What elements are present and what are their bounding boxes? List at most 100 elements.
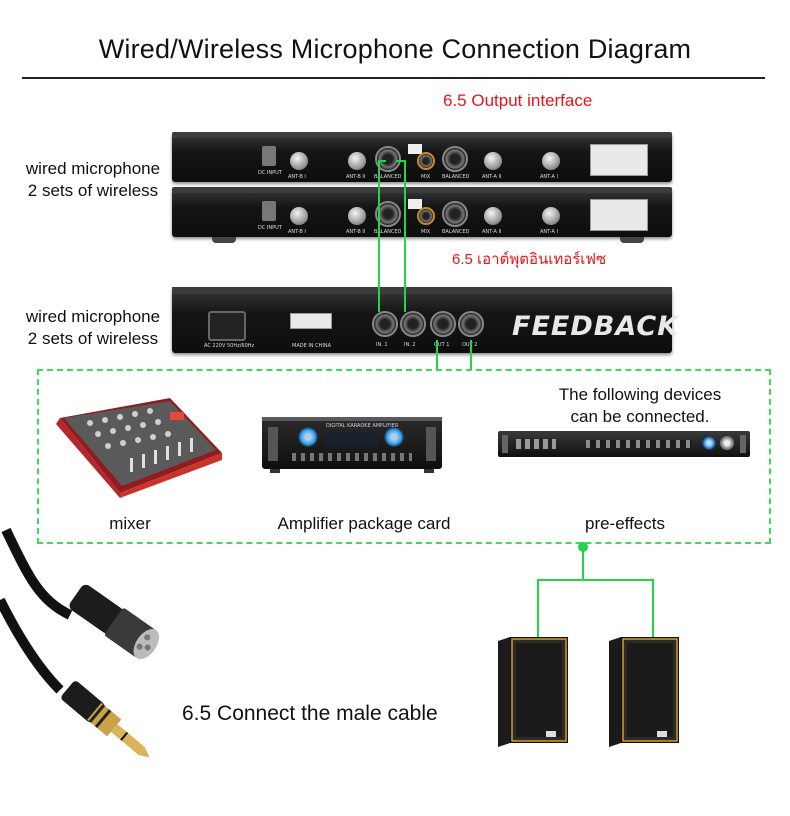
amplifier-label: Amplifier package card xyxy=(277,514,451,533)
top-units-label-line1: wired microphone xyxy=(25,159,161,178)
dc-input-jack-icon xyxy=(262,146,276,166)
ant-a2-label: ANT-A II xyxy=(482,229,502,235)
out2-label: OUT 2 xyxy=(462,342,478,348)
ant-b1-label: ANT-B I xyxy=(288,174,306,180)
feedback-suppressor-unit: AC 220V 50Hz/60Hz MADE IN CHINA IN. 1 IN… xyxy=(172,287,678,353)
antenna-a2-connector-icon xyxy=(484,152,502,170)
pre-effects-label: pre-effects xyxy=(584,514,665,533)
output-1-xlr-icon xyxy=(430,311,456,337)
dc-input-label: DC INPUT xyxy=(258,225,282,231)
amplifier-volume-knob-icon xyxy=(298,427,318,447)
cable-line-speaker-split xyxy=(537,579,654,581)
xlr-to-6.5-cable-image xyxy=(0,520,200,770)
speaker-icon xyxy=(498,637,568,747)
pre-effects-knob-row-left xyxy=(516,439,556,449)
top-units-label-line2: 2 sets of wireless xyxy=(27,181,159,200)
dc-input-jack-icon xyxy=(262,201,276,221)
cable-line-receiver-to-in2 xyxy=(404,160,406,312)
output-interface-thai-label: 6.5 เอาต์พุตอินเทอร์เฟซ xyxy=(452,251,607,268)
balanced-1-label: BALANCED xyxy=(374,229,402,235)
amplifier-master-knob-icon xyxy=(384,427,404,447)
in2-label: IN. 2 xyxy=(404,342,416,348)
mix-jack-icon xyxy=(417,152,435,170)
amplifier-image: DIGITAL KARAOKE AMPLIFIER xyxy=(262,417,442,469)
connectable-devices-label: The following devices can be connected. xyxy=(540,384,740,428)
rack-top-edge xyxy=(172,187,672,193)
output-interface-label: 6.5 Output interface xyxy=(443,91,593,110)
cable-line-left-speaker xyxy=(537,579,539,639)
amplifier-display xyxy=(324,433,378,447)
ant-b2-label: ANT-B II xyxy=(346,174,366,180)
pre-effects-knob-row-main xyxy=(586,440,692,448)
in1-label: IN. 1 xyxy=(376,342,388,348)
antenna-b2-connector-icon xyxy=(348,152,366,170)
balanced-2-label: BALANCED xyxy=(442,174,470,180)
ant-a2-label: ANT-A II xyxy=(482,174,502,180)
cable-line-out1-to-devices xyxy=(436,340,438,370)
feedback-unit-label: wired microphone 2 sets of wireless xyxy=(10,306,176,350)
info-sticker xyxy=(408,144,422,154)
ant-a1-label: ANT-A I xyxy=(540,174,558,180)
feedback-unit-label-line2: 2 sets of wireless xyxy=(27,329,159,348)
pre-effects-image xyxy=(498,431,750,457)
mixer-label: mixer xyxy=(109,514,151,533)
left-speaker-image xyxy=(498,637,570,747)
pre-effects-ear-right xyxy=(740,435,746,453)
amplifier-top-edge xyxy=(262,417,442,421)
amplifier-control-row xyxy=(292,453,412,461)
title-divider xyxy=(22,77,765,79)
amplifier-handle-right xyxy=(426,427,436,461)
rack-top-edge xyxy=(172,132,672,138)
mixer-image xyxy=(50,398,230,498)
warning-label-sticker xyxy=(590,199,648,231)
amplifier-handle-left xyxy=(268,427,278,461)
connectable-label-line1: The following devices xyxy=(558,385,722,404)
antenna-b1-connector-icon xyxy=(290,152,308,170)
cable-line-receiver-to-in1 xyxy=(378,160,380,312)
rack-top-edge xyxy=(172,287,672,294)
pre-effects-ear-left xyxy=(502,435,508,453)
cable-line-receiver-to-in2 xyxy=(396,160,406,162)
ant-b1-label: ANT-B I xyxy=(288,229,306,235)
input-2-xlr-icon xyxy=(400,311,426,337)
amplifier-foot xyxy=(424,469,434,473)
wireless-receiver-bottom: DC INPUT ANT-B I ANT-B II BALANCED MIX B… xyxy=(172,187,672,237)
antenna-a1-connector-icon xyxy=(542,207,560,225)
mix-label: MIX xyxy=(421,174,431,180)
connectable-devices-box xyxy=(37,369,771,544)
cable-icon xyxy=(0,527,160,758)
rack-foot xyxy=(212,237,236,243)
balanced-2-label: BALANCED xyxy=(442,229,470,235)
top-units-label: wired microphone 2 sets of wireless xyxy=(10,158,176,202)
ant-b2-label: ANT-B II xyxy=(346,229,366,235)
pre-effects-knob-icon xyxy=(702,436,716,450)
ant-a1-label: ANT-A I xyxy=(540,229,558,235)
speaker-icon xyxy=(609,637,679,747)
pre-effects-volume-knob-icon xyxy=(720,436,734,450)
input-1-xlr-icon xyxy=(372,311,398,337)
cable-line-to-speakers xyxy=(582,550,584,580)
out1-label: OUT 1 xyxy=(434,342,450,348)
right-speaker-image xyxy=(609,637,681,747)
antenna-a2-connector-icon xyxy=(484,207,502,225)
mixer-icon xyxy=(56,398,222,498)
mix-jack-icon xyxy=(417,207,435,225)
made-in-china-label: MADE IN CHINA xyxy=(292,343,332,349)
antenna-b1-connector-icon xyxy=(290,207,308,225)
wireless-receiver-top: DC INPUT ANT-B I ANT-B II BALANCED MIX B… xyxy=(172,132,672,182)
balanced-output-2-xlr-icon xyxy=(442,146,468,172)
ac-power-inlet-icon xyxy=(208,311,246,341)
cable-label: 6.5 Connect the male cable xyxy=(182,702,438,725)
amplifier-foot xyxy=(270,469,280,473)
mix-label: MIX xyxy=(421,229,431,235)
balanced-output-2-xlr-icon xyxy=(442,201,468,227)
antenna-a1-connector-icon xyxy=(542,152,560,170)
rack-foot xyxy=(620,237,644,243)
balanced-1-label: BALANCED xyxy=(374,174,402,180)
warning-label-sticker xyxy=(290,313,332,329)
dc-input-label: DC INPUT xyxy=(258,170,282,176)
cable-line-receiver-to-in1 xyxy=(378,160,386,162)
cable-line-out2-to-devices xyxy=(470,340,472,370)
page-title: Wired/Wireless Microphone Connection Dia… xyxy=(98,34,692,64)
amplifier-display-text: DIGITAL KARAOKE AMPLIFIER xyxy=(326,423,399,429)
